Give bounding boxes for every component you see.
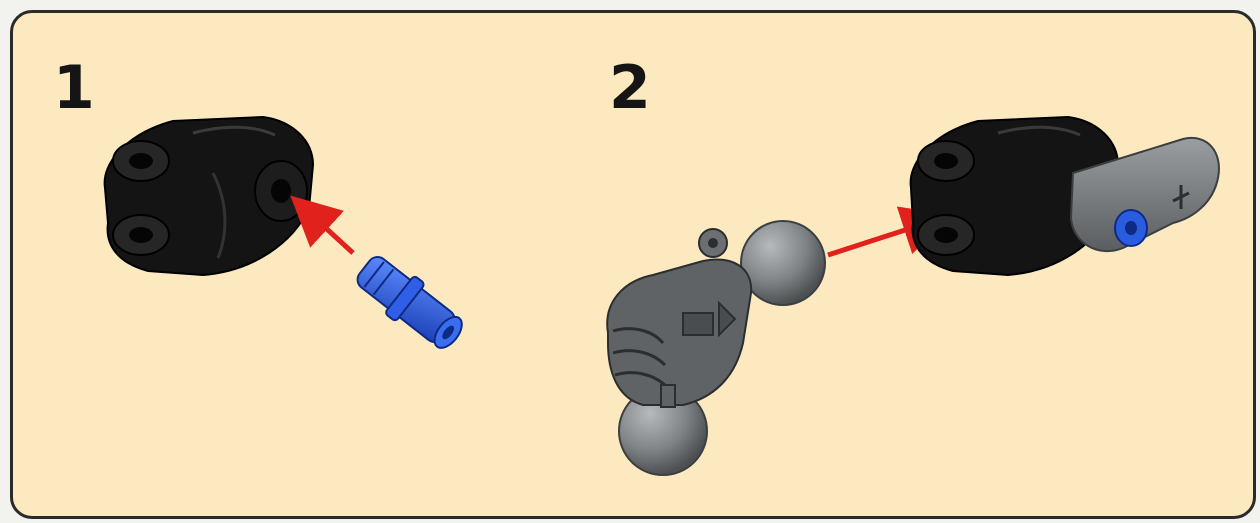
instruction-panel: 1 2 — [10, 10, 1256, 519]
blue-pin-icon — [350, 248, 471, 357]
black-connector-icon — [105, 117, 313, 275]
step-number-2: 2 — [609, 58, 651, 118]
step1-arrow — [305, 209, 353, 253]
black-connector-with-gray-beam-icon — [911, 117, 1219, 275]
gray-ball-socket-icon — [607, 221, 825, 475]
step-number-1: 1 — [53, 58, 95, 118]
